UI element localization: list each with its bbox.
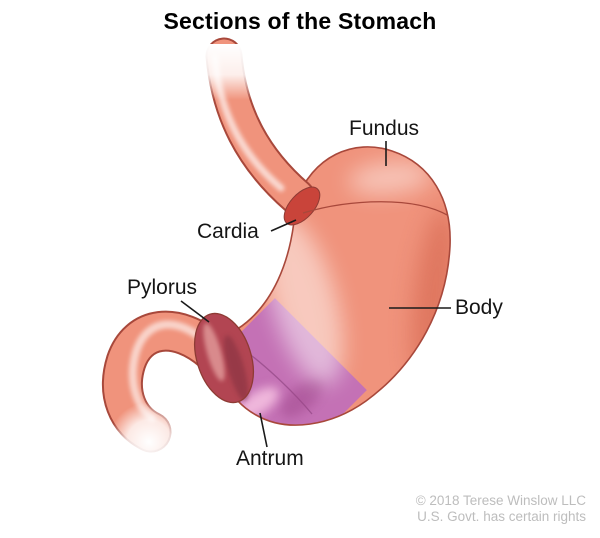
cardia-label: Cardia xyxy=(197,220,259,243)
pylorus-shade xyxy=(223,335,249,401)
fundus-divider-line xyxy=(302,201,450,217)
fundus-label: Fundus xyxy=(349,117,420,140)
pylorus-pointer-line xyxy=(180,300,210,323)
page-title: Sections of the Stomach xyxy=(163,8,437,34)
fundus-highlight xyxy=(348,161,432,195)
duodenum-fade xyxy=(109,402,189,482)
esophagus-fade xyxy=(192,44,276,100)
body-label: Body xyxy=(455,296,503,319)
antrum-shade xyxy=(281,378,323,418)
duodenum-highlight xyxy=(128,320,212,422)
pylorus-band xyxy=(193,312,255,404)
copyright-notice: © 2018 Terese Winslow LLC U.S. Govt. has… xyxy=(416,493,586,525)
pointer-lines xyxy=(180,141,451,448)
pylorus-highlight xyxy=(203,323,225,381)
cardia-band xyxy=(283,186,321,226)
antrum-pointer-line xyxy=(259,412,268,448)
stomach-outline xyxy=(215,146,451,426)
antrum-label: Antrum xyxy=(236,447,304,470)
copyright-line-2: U.S. Govt. has certain rights xyxy=(417,509,586,525)
copyright-line-1: © 2018 Terese Winslow LLC xyxy=(415,493,586,508)
pylorus-label: Pylorus xyxy=(127,276,198,299)
cardia-pointer-line xyxy=(270,219,297,232)
